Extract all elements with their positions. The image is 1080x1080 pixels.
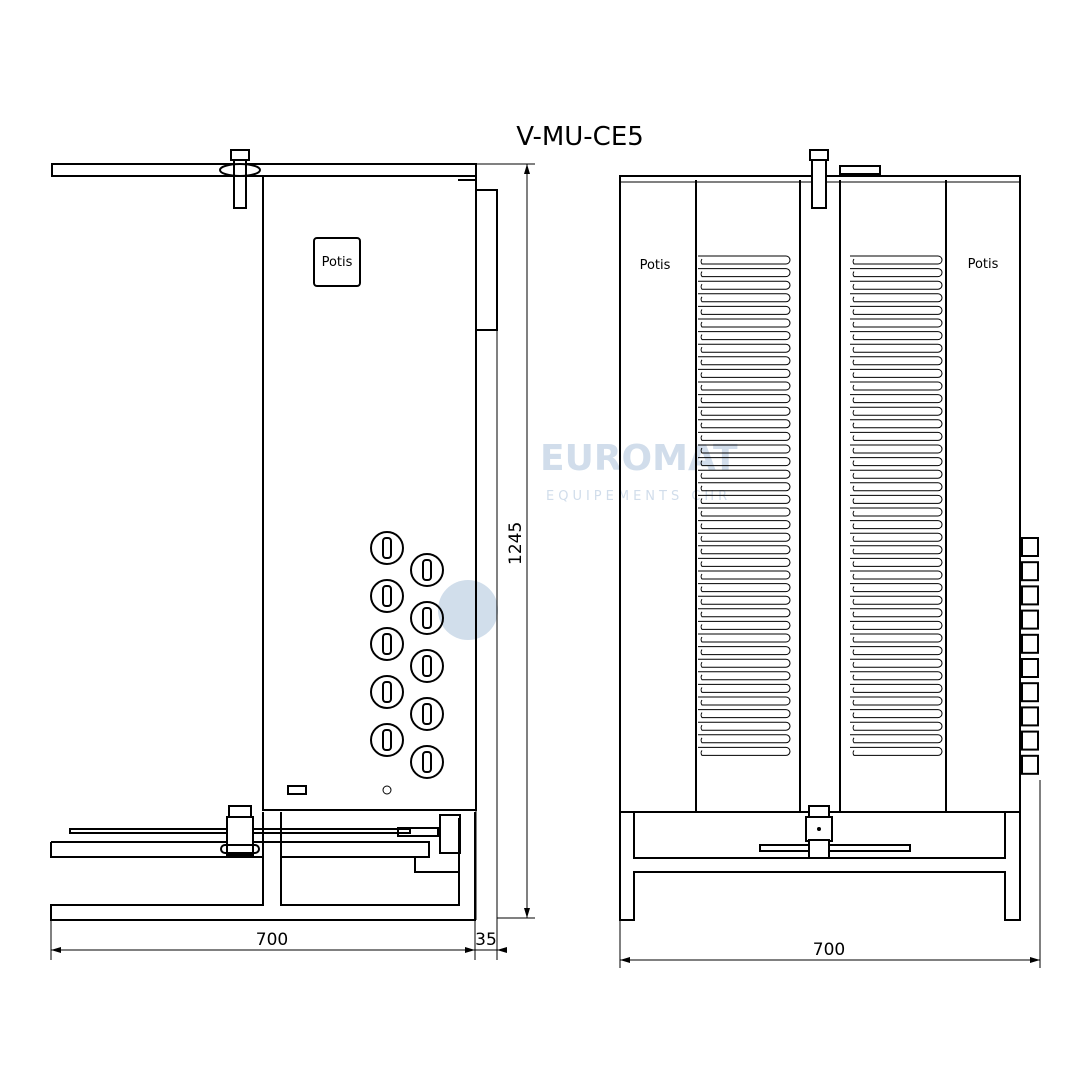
side-switch	[1021, 585, 1039, 606]
drawing-title: V-MU-CE5	[516, 122, 644, 152]
watermark-brand: EUROMAT	[540, 438, 738, 479]
spit-rod	[233, 157, 247, 209]
front-brand-right: Potis	[968, 257, 999, 272]
side-brand-label: Potis	[322, 255, 353, 270]
heating-coil	[850, 255, 943, 756]
side-switch	[1021, 754, 1039, 775]
watermark-tagline: EQUIPEMENTS CHR	[546, 489, 731, 504]
control-knob	[370, 579, 404, 613]
front-brand-left: Potis	[640, 258, 671, 273]
power-switch	[287, 785, 307, 795]
side-switch	[1021, 682, 1039, 703]
side-switch	[1021, 730, 1039, 751]
side-switch	[1021, 609, 1039, 630]
front-view: Potis Potis 700	[619, 149, 1041, 968]
dimension-height: 1245	[476, 163, 535, 960]
control-knob	[410, 697, 444, 731]
control-knob	[370, 531, 404, 565]
rod-clamp	[226, 816, 254, 856]
side-frame	[50, 812, 476, 921]
top-bar	[51, 163, 477, 177]
side-panel	[475, 189, 498, 331]
side-switch	[1021, 537, 1039, 557]
dim-side-width-label: 700	[256, 930, 288, 950]
dim-height-label: 1245	[506, 522, 526, 565]
side-switch	[1021, 561, 1039, 582]
dim-offset-label: 35	[475, 930, 497, 950]
side-view: Potis 1245 700 35	[50, 149, 535, 960]
control-knobs	[370, 531, 444, 779]
watermark: EUROMAT EQUIPEMENTS CHR	[438, 438, 738, 640]
control-knob	[370, 723, 404, 757]
motor-shaft	[811, 157, 827, 209]
watermark-logo-icon	[438, 580, 498, 640]
side-switch	[1021, 706, 1039, 727]
heating-coil	[698, 255, 791, 756]
side-switches	[1021, 537, 1039, 775]
motor-cable	[839, 165, 881, 175]
spit-bracket	[219, 163, 261, 177]
control-knob	[410, 601, 444, 635]
dim-front-width-label: 700	[813, 940, 845, 960]
dimension-front-width: 700	[619, 780, 1041, 968]
side-switch	[1021, 633, 1039, 654]
control-knob	[410, 649, 444, 683]
indicator-lamp	[382, 785, 392, 795]
control-knob	[370, 675, 404, 709]
control-knob	[410, 553, 444, 587]
spit-cap	[230, 149, 250, 161]
dimension-side-width: 700 35	[50, 920, 507, 960]
control-knob	[410, 745, 444, 779]
control-knob	[370, 627, 404, 661]
heating-elements	[698, 255, 943, 756]
side-body	[262, 175, 477, 811]
side-switch	[1021, 658, 1039, 678]
brand-plate	[313, 237, 361, 287]
